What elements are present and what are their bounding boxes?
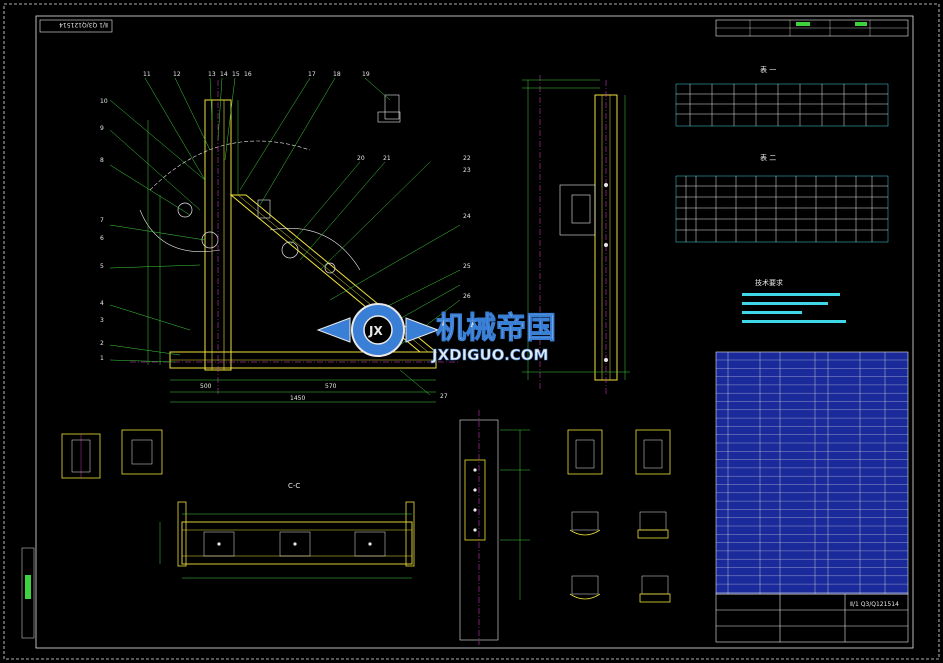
svg-text:25: 25 [463, 263, 471, 270]
watermark-title: 机械帝国 [436, 311, 556, 346]
svg-text:12: 12 [173, 71, 181, 78]
parts-list [715, 351, 909, 595]
side-view [522, 75, 630, 395]
svg-text:27: 27 [440, 393, 448, 400]
svg-text:24: 24 [463, 213, 471, 220]
dim-500: 500 [200, 383, 212, 390]
svg-text:15: 15 [232, 71, 240, 78]
svg-text:18: 18 [333, 71, 341, 78]
dim-570: 570 [325, 383, 337, 390]
part-numbers-top: 11 12 13 14 15 16 17 18 19 20 21 22 23 [143, 71, 471, 174]
svg-text:19: 19 [362, 71, 370, 78]
svg-text:2: 2 [100, 340, 104, 347]
svg-text:16: 16 [244, 71, 252, 78]
left-strip [21, 547, 35, 639]
title-block [715, 593, 909, 643]
svg-text:14: 14 [220, 71, 228, 78]
main-view: 1450 500 570 11 12 13 14 15 16 17 18 19 … [100, 71, 471, 403]
svg-text:6: 6 [100, 235, 104, 242]
svg-text:7: 7 [100, 217, 104, 224]
gear-logo-icon: JX [316, 303, 440, 357]
svg-text:17: 17 [308, 71, 316, 78]
svg-text:21: 21 [383, 155, 391, 162]
table2 [675, 175, 889, 243]
svg-text:11: 11 [143, 71, 151, 78]
watermark-url: JXDIGUO.COM [431, 346, 548, 364]
table1-title: 表 一 [760, 65, 776, 74]
svg-text:9: 9 [100, 125, 104, 132]
svg-text:13: 13 [208, 71, 216, 78]
dim-1450: 1450 [290, 395, 305, 402]
code-top-left: Ⅱ/1 Q3/Q121514 [59, 21, 108, 28]
title-block-code: Ⅱ/1 Q3/Q121514 [850, 601, 899, 608]
svg-text:1: 1 [100, 355, 104, 362]
svg-text:26: 26 [463, 293, 471, 300]
svg-text:5: 5 [100, 263, 104, 270]
svg-text:20: 20 [357, 155, 365, 162]
svg-text:10: 10 [100, 98, 108, 105]
svg-text:JX: JX [368, 324, 383, 338]
svg-text:3: 3 [100, 317, 104, 324]
svg-text:8: 8 [100, 157, 104, 164]
table1 [675, 83, 889, 127]
inner-frame [35, 15, 914, 649]
bottom-left-views [61, 429, 163, 479]
notes-lines [742, 293, 846, 323]
watermark: JX 机械帝国 JXDIGUO.COM [316, 303, 557, 364]
outer-frame [3, 3, 940, 660]
svg-text:4: 4 [100, 300, 104, 307]
cc-section [159, 501, 415, 579]
svg-text:23: 23 [463, 167, 471, 174]
svg-text:22: 22 [463, 155, 471, 162]
part-numbers-right: 24 25 26 27 [440, 213, 471, 400]
code-box-top-left [39, 19, 113, 33]
vertical-section-view [459, 410, 530, 645]
section-label-cc: C-C [288, 482, 300, 490]
part-numbers-left: 10 9 8 7 6 5 4 3 2 1 [100, 98, 108, 362]
table2-title: 表 二 [760, 153, 776, 162]
notes-title: 技术要求 [755, 278, 783, 287]
detail-views-right [567, 429, 671, 603]
